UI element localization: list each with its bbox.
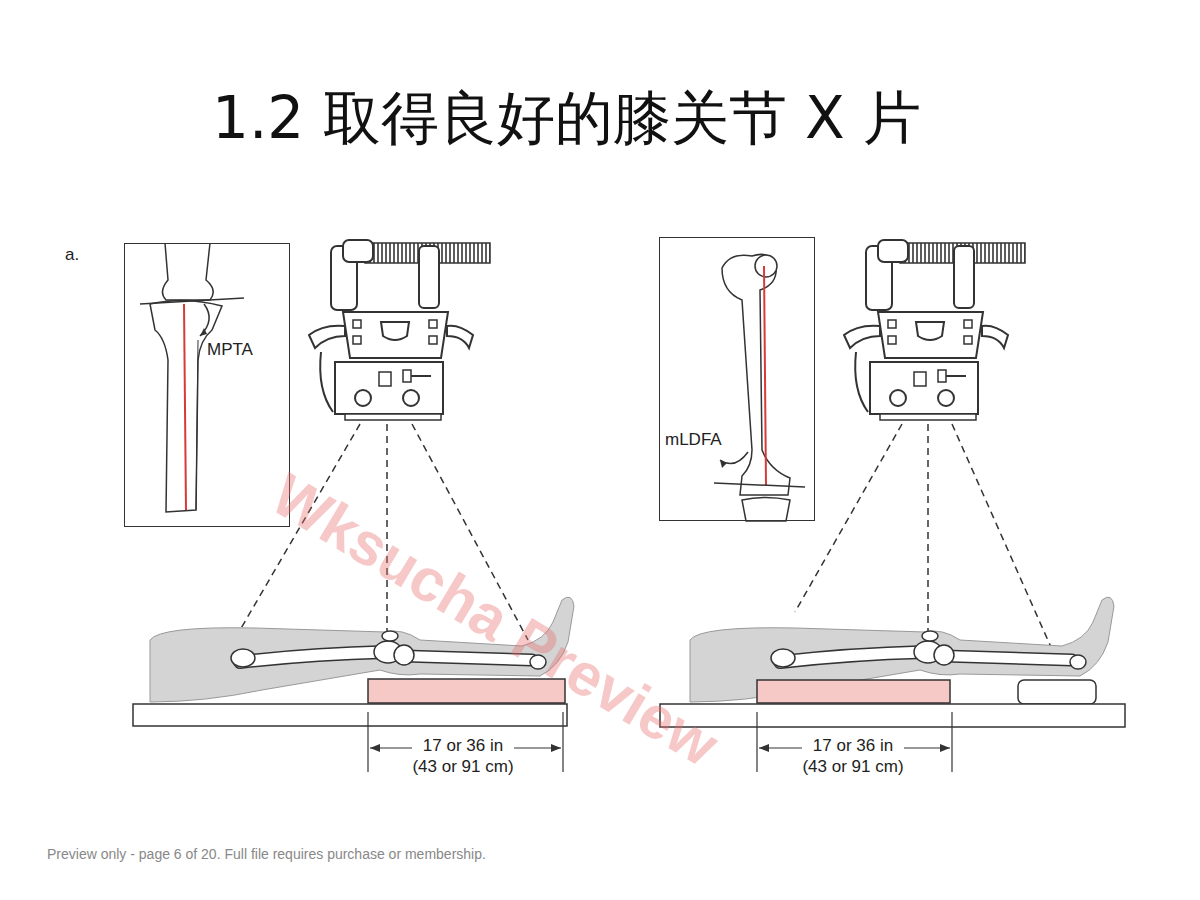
slide-title: 1.2 取得良好的膝关节 X 片	[212, 78, 982, 158]
dimension-label: (43 or 91 cm)	[802, 757, 903, 777]
dimension-label: 17 or 36 in	[421, 736, 505, 756]
inset-frame: MPTA	[124, 243, 290, 527]
dimension-label: 17 or 36 in	[811, 736, 895, 756]
dimension-label: (43 or 91 cm)	[412, 757, 513, 777]
angle-label: mLDFA	[665, 430, 722, 450]
footer-note: Preview only - page 6 of 20. Full file r…	[47, 846, 486, 862]
panel-letter: a.	[65, 245, 79, 265]
inset-frame: mLDFA	[659, 237, 815, 521]
angle-label: MPTA	[207, 340, 253, 360]
